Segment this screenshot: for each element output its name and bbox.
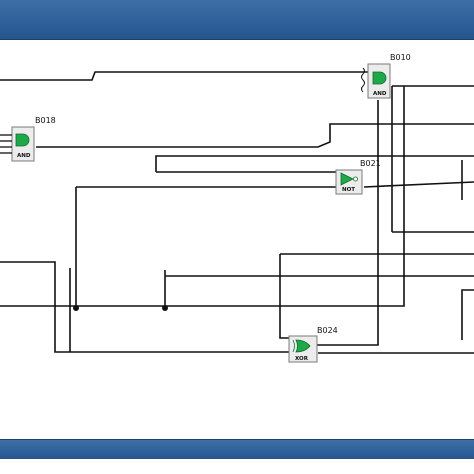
block-b024[interactable]: B024 XOR xyxy=(288,326,338,363)
block-id-label: B010 xyxy=(390,53,411,62)
wires xyxy=(0,71,474,354)
wavy-connector-icon xyxy=(361,67,365,93)
block-id-label: B024 xyxy=(317,326,338,335)
gate-type-label: AND xyxy=(373,91,387,97)
block-b018[interactable]: B018 AND xyxy=(0,116,56,162)
block-b010[interactable]: B010 AND xyxy=(361,53,411,99)
xor-gate-icon xyxy=(292,339,311,353)
junction-dot xyxy=(73,305,79,311)
gate-type-label: AND xyxy=(17,153,31,159)
junction-dot xyxy=(162,305,168,311)
circuit-canvas[interactable]: B010 AND B018 AND B021 xyxy=(0,40,474,439)
block-b021[interactable]: B021 NOT xyxy=(335,159,381,195)
block-id-label: B021 xyxy=(360,159,381,168)
not-gate-icon xyxy=(340,172,358,186)
bottom-margin xyxy=(0,459,474,474)
block-id-label: B018 xyxy=(35,116,56,125)
status-bar xyxy=(0,439,474,460)
and-gate-icon xyxy=(15,133,30,147)
gate-type-label: NOT xyxy=(342,187,355,193)
title-bar xyxy=(0,0,474,40)
input-pins xyxy=(0,134,12,154)
gate-type-label: XOR xyxy=(295,356,309,362)
junction-dots xyxy=(73,305,168,311)
and-gate-icon xyxy=(372,71,387,85)
